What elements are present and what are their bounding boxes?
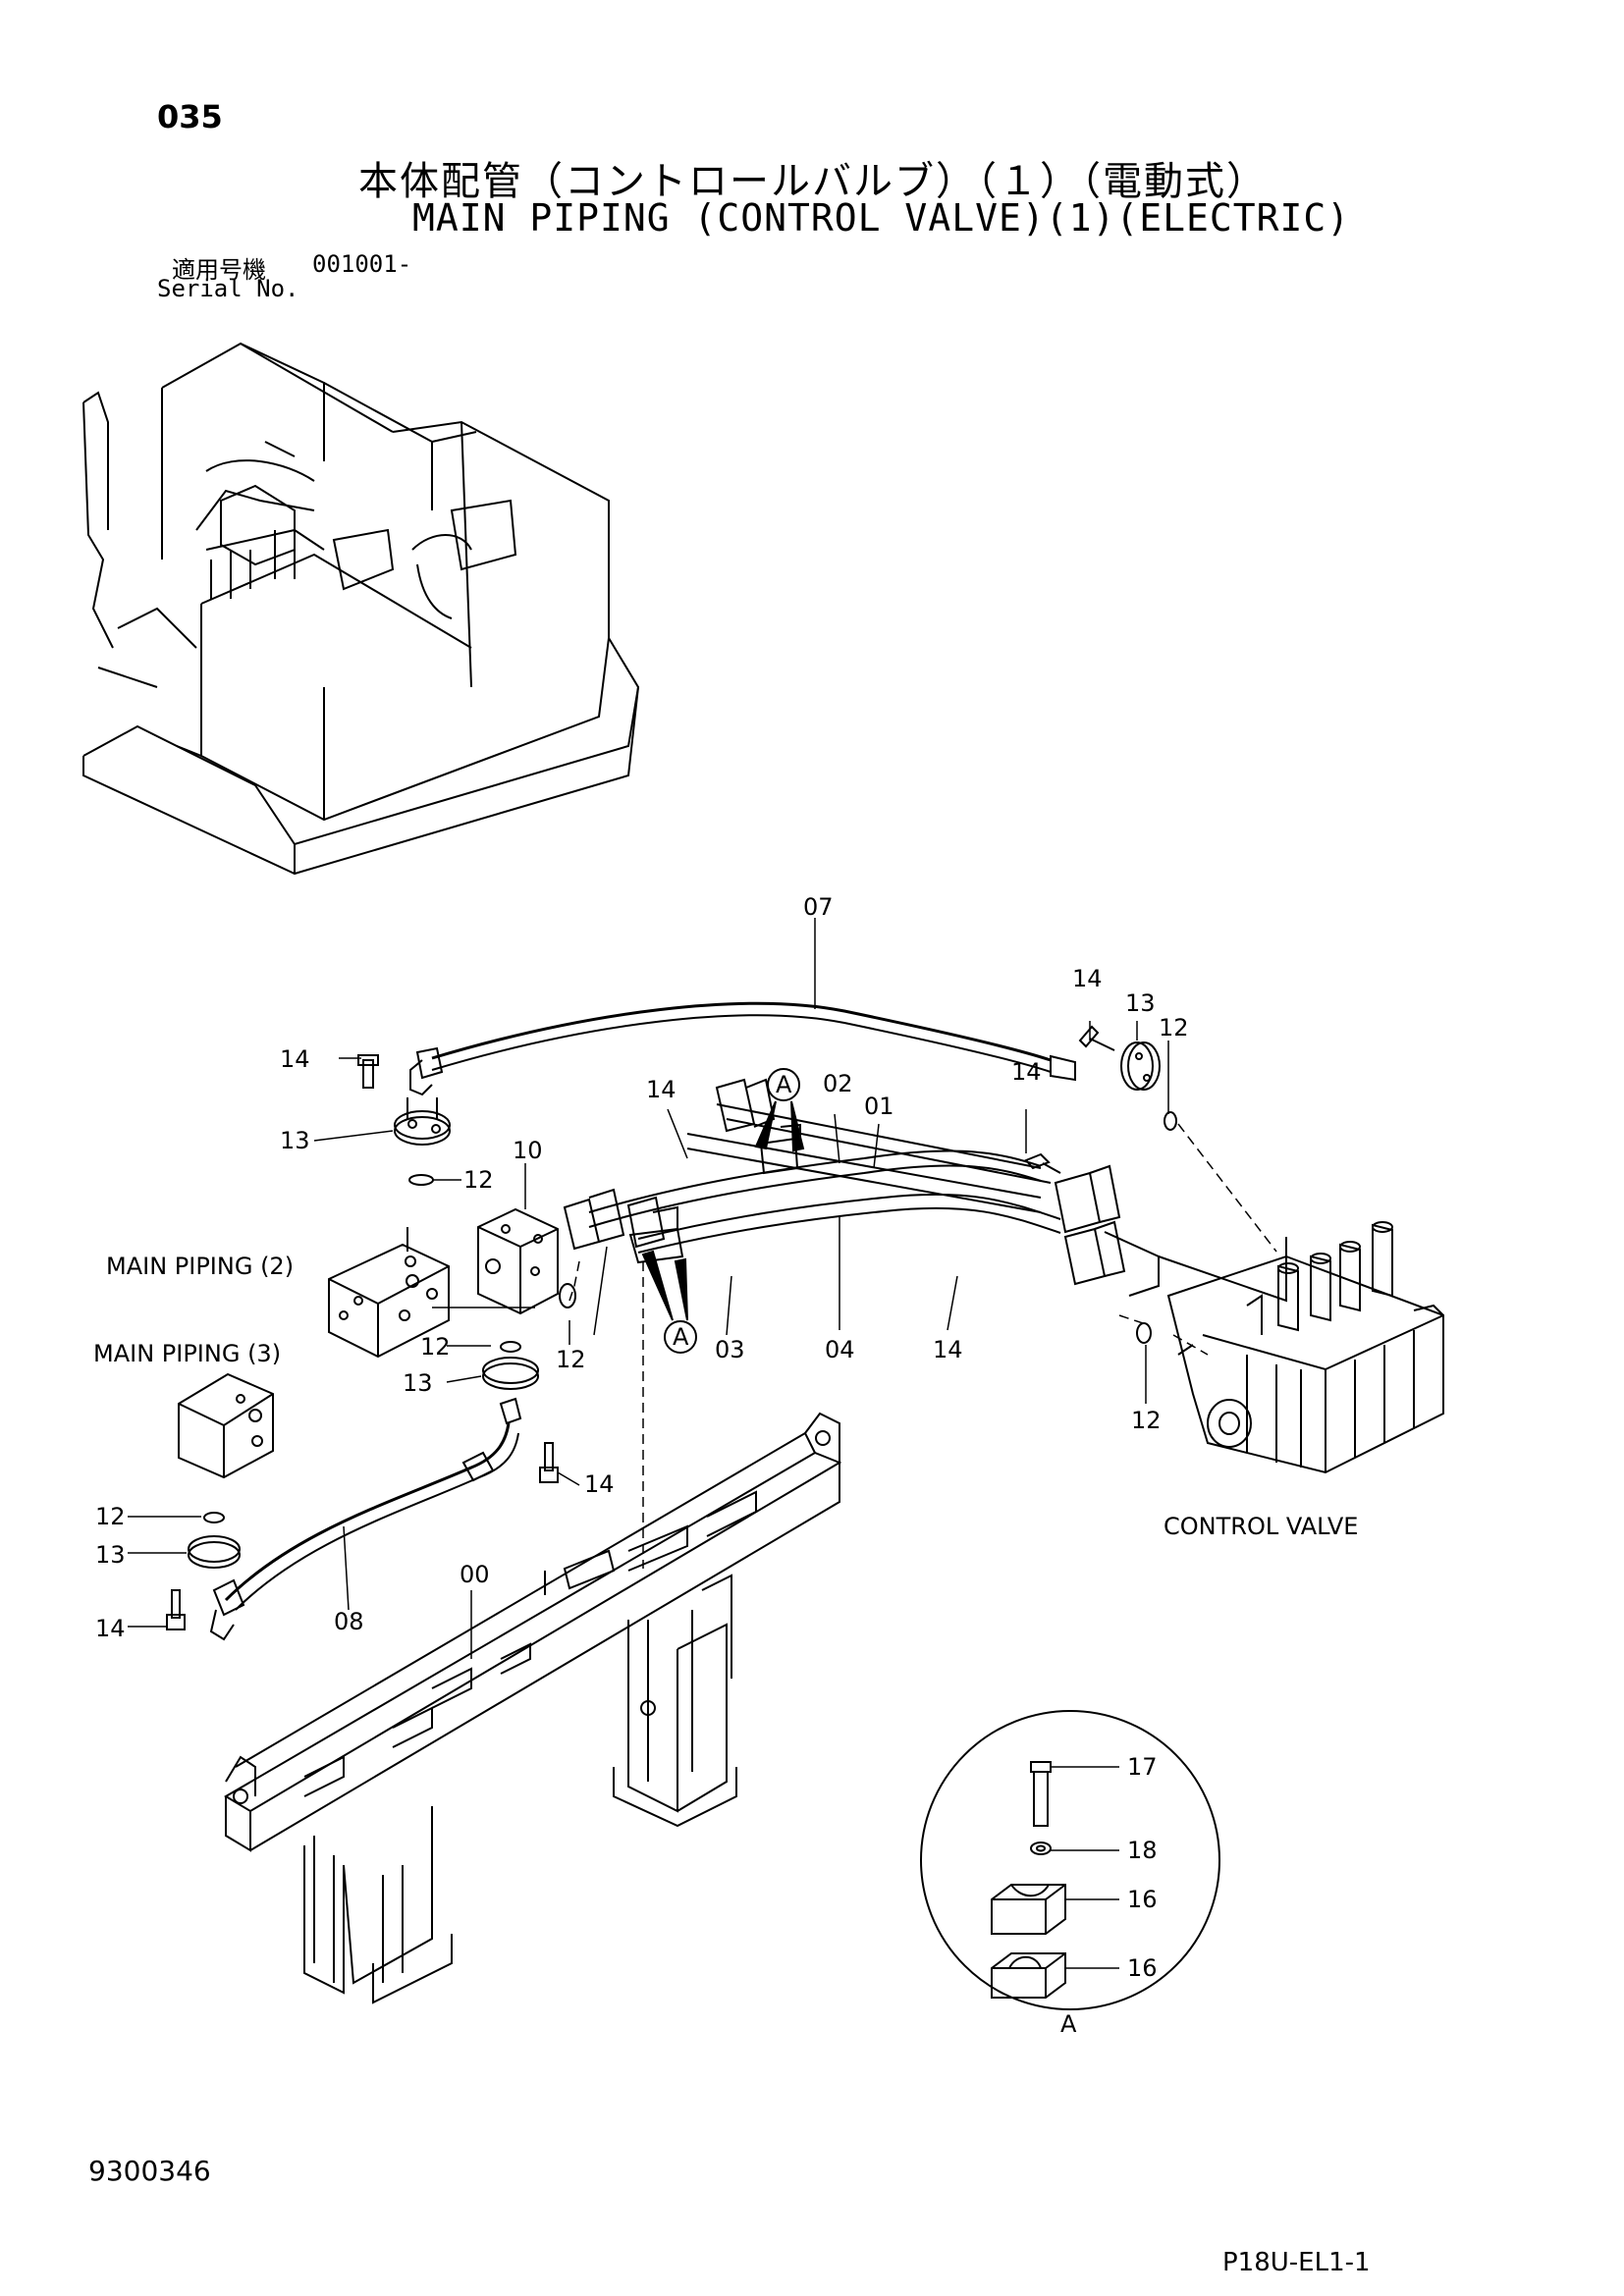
detail-a-circle bbox=[920, 1710, 1220, 2010]
title-english: MAIN PIPING (CONTROL VALVE)(1)(ELECTRIC) bbox=[412, 196, 1351, 240]
label-main-piping-2: MAIN PIPING (2) bbox=[106, 1253, 294, 1280]
callout-02: 02 bbox=[823, 1070, 853, 1097]
sheet-code: P18U-EL1-1 bbox=[1222, 2248, 1371, 2277]
control-valve bbox=[1166, 1221, 1444, 1474]
section-markers bbox=[641, 1068, 805, 1354]
label-main-piping-3: MAIN PIPING (3) bbox=[93, 1340, 281, 1367]
callout-16: 16 bbox=[1127, 1886, 1158, 1913]
callout-18: 18 bbox=[1127, 1837, 1158, 1864]
label-control-valve: CONTROL VALVE bbox=[1164, 1513, 1358, 1540]
callout-14: 14 bbox=[933, 1336, 963, 1363]
callout-16: 16 bbox=[1127, 1954, 1158, 1982]
callout-14: 14 bbox=[646, 1076, 677, 1103]
callout-12: 12 bbox=[556, 1346, 586, 1373]
document-code: 9300346 bbox=[88, 2155, 211, 2187]
callout-leaders bbox=[128, 1021, 1169, 1969]
callout-12: 12 bbox=[420, 1333, 451, 1361]
marker-a-upper: A bbox=[776, 1071, 792, 1098]
main-piping-2-block bbox=[328, 1227, 450, 1359]
detail-a-label: A bbox=[1060, 2010, 1077, 2038]
callout-14: 14 bbox=[1011, 1058, 1042, 1086]
callout-14: 14 bbox=[280, 1045, 310, 1073]
hose-08 bbox=[166, 1341, 559, 1641]
callout-numbers: 07 14 13 12 14 13 12 14 02 01 14 10 12 0… bbox=[93, 893, 1358, 2038]
serial-label-en: Serial No. bbox=[157, 275, 299, 302]
o-rings bbox=[559, 1283, 1152, 1344]
callout-14: 14 bbox=[584, 1470, 615, 1498]
callout-12: 12 bbox=[1131, 1407, 1162, 1434]
main-piping-3-block bbox=[178, 1372, 274, 1479]
callout-13: 13 bbox=[95, 1541, 126, 1569]
support-frame-00 bbox=[224, 1412, 842, 2004]
flange-set-upper-left bbox=[357, 1054, 451, 1186]
serial-label-jp: 適用号機 bbox=[172, 256, 266, 284]
callout-12: 12 bbox=[1159, 1014, 1189, 1041]
callout-00: 00 bbox=[460, 1561, 490, 1588]
manifold-block-10 bbox=[477, 1207, 559, 1315]
hose-07 bbox=[409, 918, 1076, 1096]
pipe-assembly-01-04 bbox=[563, 1078, 1287, 1303]
title-japanese: 本体配管（コントロールバルブ）（１）（電動式） bbox=[358, 159, 1268, 204]
callout-12: 12 bbox=[95, 1503, 126, 1530]
callout-12: 12 bbox=[463, 1166, 494, 1194]
callout-13: 13 bbox=[280, 1127, 310, 1154]
flange-set-right bbox=[1024, 1025, 1177, 1174]
callout-04: 04 bbox=[825, 1336, 855, 1363]
callout-08: 08 bbox=[334, 1608, 364, 1635]
callout-03: 03 bbox=[715, 1336, 745, 1363]
machine-overview-sketch bbox=[82, 342, 640, 876]
callout-13: 13 bbox=[1125, 989, 1156, 1017]
marker-a-lower: A bbox=[673, 1323, 689, 1351]
callout-14: 14 bbox=[95, 1615, 126, 1642]
callout-07: 07 bbox=[803, 893, 834, 921]
callout-14: 14 bbox=[1072, 965, 1103, 992]
dashed-leader-lines bbox=[568, 1123, 1277, 1569]
page-number: 035 bbox=[157, 98, 223, 135]
callout-01: 01 bbox=[864, 1093, 894, 1120]
serial-value: 001001- bbox=[312, 250, 412, 278]
callout-10: 10 bbox=[513, 1137, 543, 1164]
callout-13: 13 bbox=[403, 1369, 433, 1397]
callout-17: 17 bbox=[1127, 1753, 1158, 1781]
